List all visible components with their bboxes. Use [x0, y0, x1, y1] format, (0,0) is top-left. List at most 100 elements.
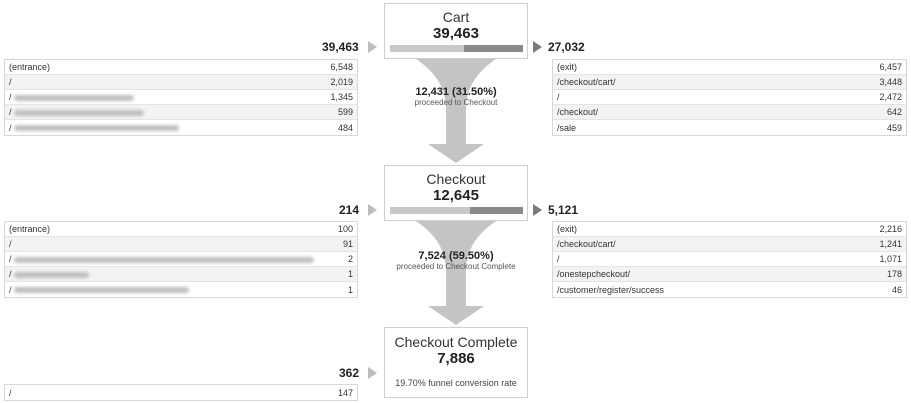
row-value: 100 — [337, 224, 353, 234]
table-row[interactable]: /1 — [5, 282, 357, 297]
entries-count: 362 — [339, 366, 360, 380]
table-row[interactable]: /checkout/642 — [553, 105, 906, 120]
row-label: (entrance) — [9, 62, 51, 72]
table-row[interactable]: /onestepcheckout/178 — [553, 267, 906, 282]
row-label: /customer/register/success — [557, 284, 665, 295]
row-value: 2,216 — [879, 224, 902, 234]
row-label: /checkout/ — [557, 107, 599, 117]
row-label: / — [9, 387, 12, 398]
exit-destinations-table: (exit)6,457 /checkout/cart/3,448 /2,472 … — [552, 59, 907, 136]
row-label-blurred: / — [9, 269, 89, 279]
row-value: 46 — [891, 284, 902, 295]
row-value: 6,548 — [330, 62, 353, 72]
row-value: 91 — [342, 239, 353, 249]
exit-destinations-table: (exit)2,216 /checkout/cart/1,241 /1,071 … — [552, 221, 907, 298]
row-label: (exit) — [557, 62, 577, 72]
funnel-step-checkout-complete[interactable]: Checkout Complete 7,886 19.70% funnel co… — [384, 327, 528, 398]
row-label-blurred: / — [9, 92, 134, 102]
proceed-label: proceeded to Checkout — [414, 98, 498, 107]
row-label: /checkout/cart/ — [557, 239, 616, 249]
funnel-shape — [416, 221, 496, 325]
row-value: 6,457 — [879, 62, 902, 72]
table-row[interactable]: (exit) 2,216 — [553, 222, 906, 237]
entries-arrow-icon — [368, 204, 377, 216]
row-value: 3,448 — [879, 77, 902, 87]
funnel-connector-2 — [416, 221, 496, 325]
row-value: 147 — [337, 387, 353, 398]
proceed-summary: 12,431 (31.50%) proceeded to Checkout — [386, 86, 526, 107]
table-row[interactable]: /1 — [5, 267, 357, 282]
step-name: Checkout — [426, 171, 486, 187]
entries-count: 214 — [339, 203, 360, 217]
table-row[interactable]: / 2,019 — [5, 75, 357, 90]
table-row[interactable]: / 147 — [5, 385, 357, 400]
exits-count: 5,121 — [548, 203, 579, 217]
table-row[interactable]: /checkout/cart/3,448 — [553, 75, 906, 90]
step-count: 7,886 — [437, 350, 475, 367]
row-label-blurred: / — [9, 123, 179, 133]
entry-sources-table: (entrance)100 /91 /2 /1 /1 — [4, 221, 358, 298]
row-value: 642 — [886, 107, 902, 117]
entries-arrow-icon — [368, 367, 377, 379]
step-progress-fill — [464, 45, 523, 52]
row-value: 1,071 — [879, 254, 902, 264]
table-row[interactable]: / 1,345 — [5, 90, 357, 105]
exits-arrow-icon — [533, 41, 542, 53]
funnel-connector-1 — [416, 59, 496, 163]
table-row[interactable]: (entrance) 6,548 — [5, 60, 357, 75]
table-row[interactable]: / 484 — [5, 120, 357, 135]
row-value: 1,345 — [330, 92, 353, 102]
step-progress-fill — [469, 207, 523, 214]
proceed-count: 12,431 (31.50%) — [415, 86, 497, 98]
step-count: 39,463 — [433, 25, 479, 42]
row-value: 1,241 — [879, 239, 902, 249]
funnel-step-cart[interactable]: Cart 39,463 — [384, 3, 528, 59]
table-row[interactable]: / 599 — [5, 105, 357, 120]
row-value: 2 — [347, 254, 353, 264]
table-row[interactable]: /customer/register/success 46 — [553, 282, 906, 297]
table-row[interactable]: /checkout/cart/1,241 — [553, 237, 906, 252]
entries-count: 39,463 — [322, 40, 359, 54]
row-label-blurred: / — [9, 285, 189, 295]
step-count: 12,645 — [433, 187, 479, 204]
funnel-step-checkout[interactable]: Checkout 12,645 — [384, 165, 528, 221]
proceed-summary: 7,524 (59.50%) proceeded to Checkout Com… — [386, 250, 526, 271]
proceed-label: proceeded to Checkout Complete — [396, 262, 516, 271]
exits-count: 27,032 — [548, 40, 585, 54]
row-value: 484 — [337, 122, 353, 133]
row-label: (exit) — [557, 224, 577, 234]
funnel-shape — [416, 59, 496, 163]
entry-sources-table: (entrance) 6,548 / 2,019 / 1,345 / 599 / 484 — [4, 59, 358, 136]
table-row[interactable]: /sale 459 — [553, 120, 906, 135]
row-label: /checkout/cart/ — [557, 77, 616, 87]
row-label: /onestepcheckout/ — [557, 269, 631, 279]
table-row[interactable]: / 1,071 — [553, 252, 906, 267]
row-value: 1 — [347, 284, 353, 295]
row-label: /sale — [557, 122, 577, 133]
row-label: / — [557, 254, 560, 264]
row-value: 599 — [337, 107, 353, 117]
funnel-conversion-rate: 19.70% funnel conversion rate — [395, 378, 517, 388]
step-progress-bar — [390, 45, 523, 52]
row-value: 178 — [886, 269, 902, 279]
row-label: / — [557, 92, 560, 102]
row-value: 2,019 — [330, 77, 353, 87]
table-row[interactable]: (entrance) 100 — [5, 222, 357, 237]
proceed-count: 7,524 (59.50%) — [418, 250, 494, 262]
exits-arrow-icon — [533, 204, 542, 216]
step-name: Cart — [442, 9, 470, 25]
row-label: / — [9, 77, 12, 87]
row-value: 1 — [347, 269, 353, 279]
row-value: 2,472 — [879, 92, 902, 102]
row-label: (entrance) — [9, 224, 51, 234]
step-progress-bar — [390, 207, 523, 214]
table-row[interactable]: (exit) 6,457 — [553, 60, 906, 75]
row-label-blurred: / — [9, 254, 314, 264]
row-label: / — [9, 239, 12, 249]
table-row[interactable]: / 2,472 — [553, 90, 906, 105]
row-label-blurred: / — [9, 107, 144, 117]
step-name: Checkout Complete — [394, 334, 518, 350]
table-row[interactable]: /2 — [5, 252, 357, 267]
row-value: 459 — [886, 122, 902, 133]
table-row[interactable]: / 91 — [5, 237, 357, 252]
